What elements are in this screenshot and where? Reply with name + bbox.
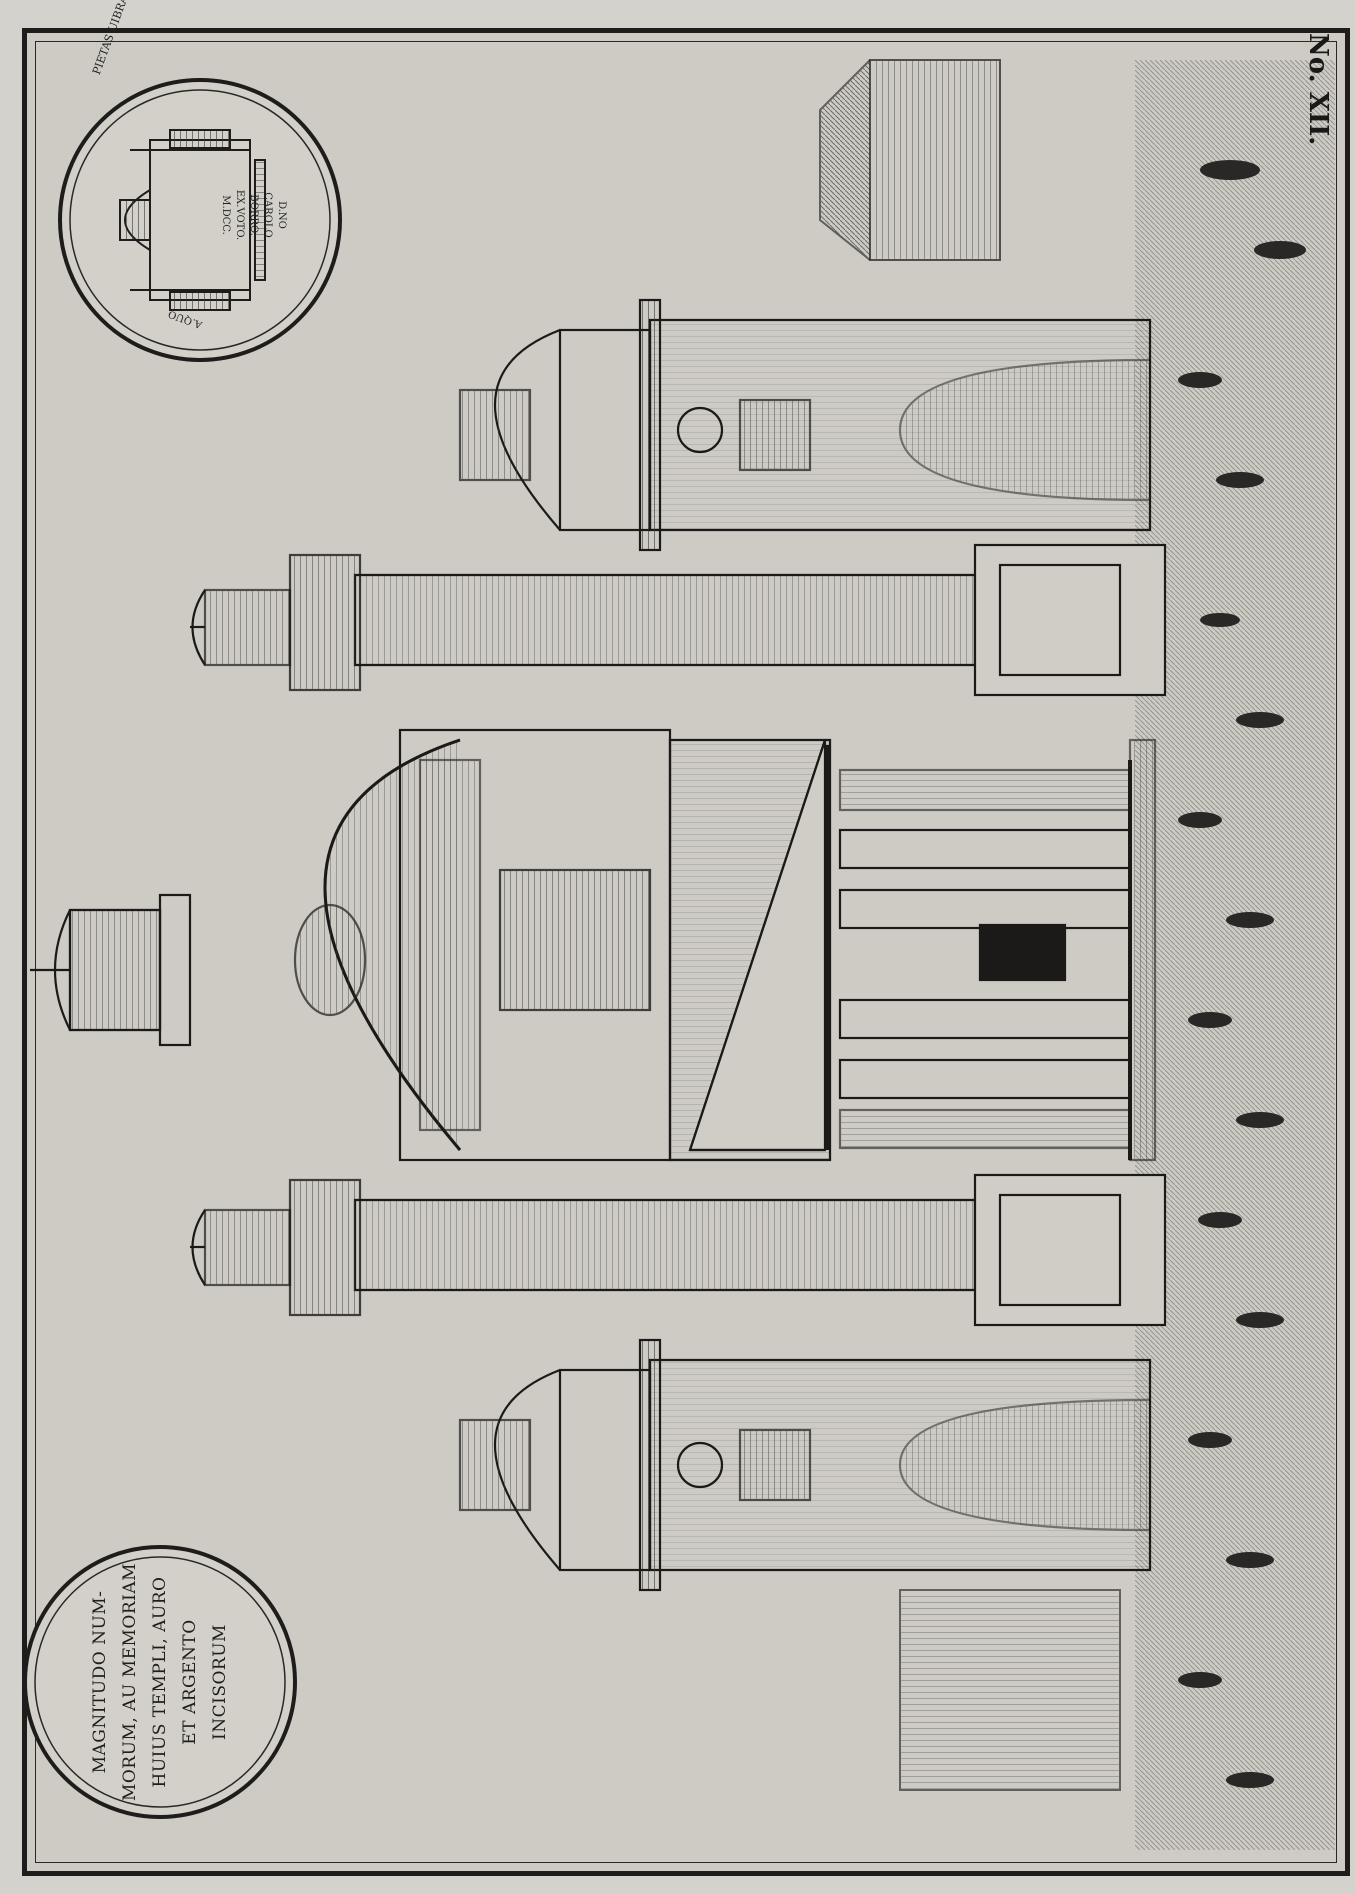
background-house <box>819 59 1001 261</box>
medal-right-bottom-text: D.NO CAROLO BORRO. EX.VOTO. M.DCC. <box>220 189 287 241</box>
column-left <box>190 543 1167 697</box>
plate-number: No. XII. <box>1303 33 1333 146</box>
pavilion-right <box>458 1338 1152 1592</box>
inscription-line: ET ARGENTO <box>180 1619 200 1745</box>
inscription-line: INCISORUM <box>210 1624 230 1740</box>
plaza-ground <box>1135 60 1335 1850</box>
medal-right <box>58 78 342 362</box>
inscription-line: HUIUS TEMPLI, AURO <box>150 1576 170 1788</box>
medal-church-miniature <box>119 129 266 311</box>
column-right <box>190 1173 1167 1327</box>
medal-left <box>23 1545 297 1819</box>
inscription-line: MAGNITUDO NUM- <box>90 1590 110 1774</box>
plate-inner-border <box>35 41 1337 1863</box>
inscription-line: MORUM, AU MEMORIAM <box>120 1562 140 1802</box>
background-wall <box>899 1589 1121 1791</box>
pavilion-left <box>458 298 1152 552</box>
crowd-figures <box>1178 160 1306 1788</box>
portico-columns <box>838 738 1157 1162</box>
church-facade <box>30 728 1157 1162</box>
medal-left-inscription: MAGNITUDO NUM- MORUM, AU MEMORIAM HUIUS … <box>85 1532 235 1832</box>
